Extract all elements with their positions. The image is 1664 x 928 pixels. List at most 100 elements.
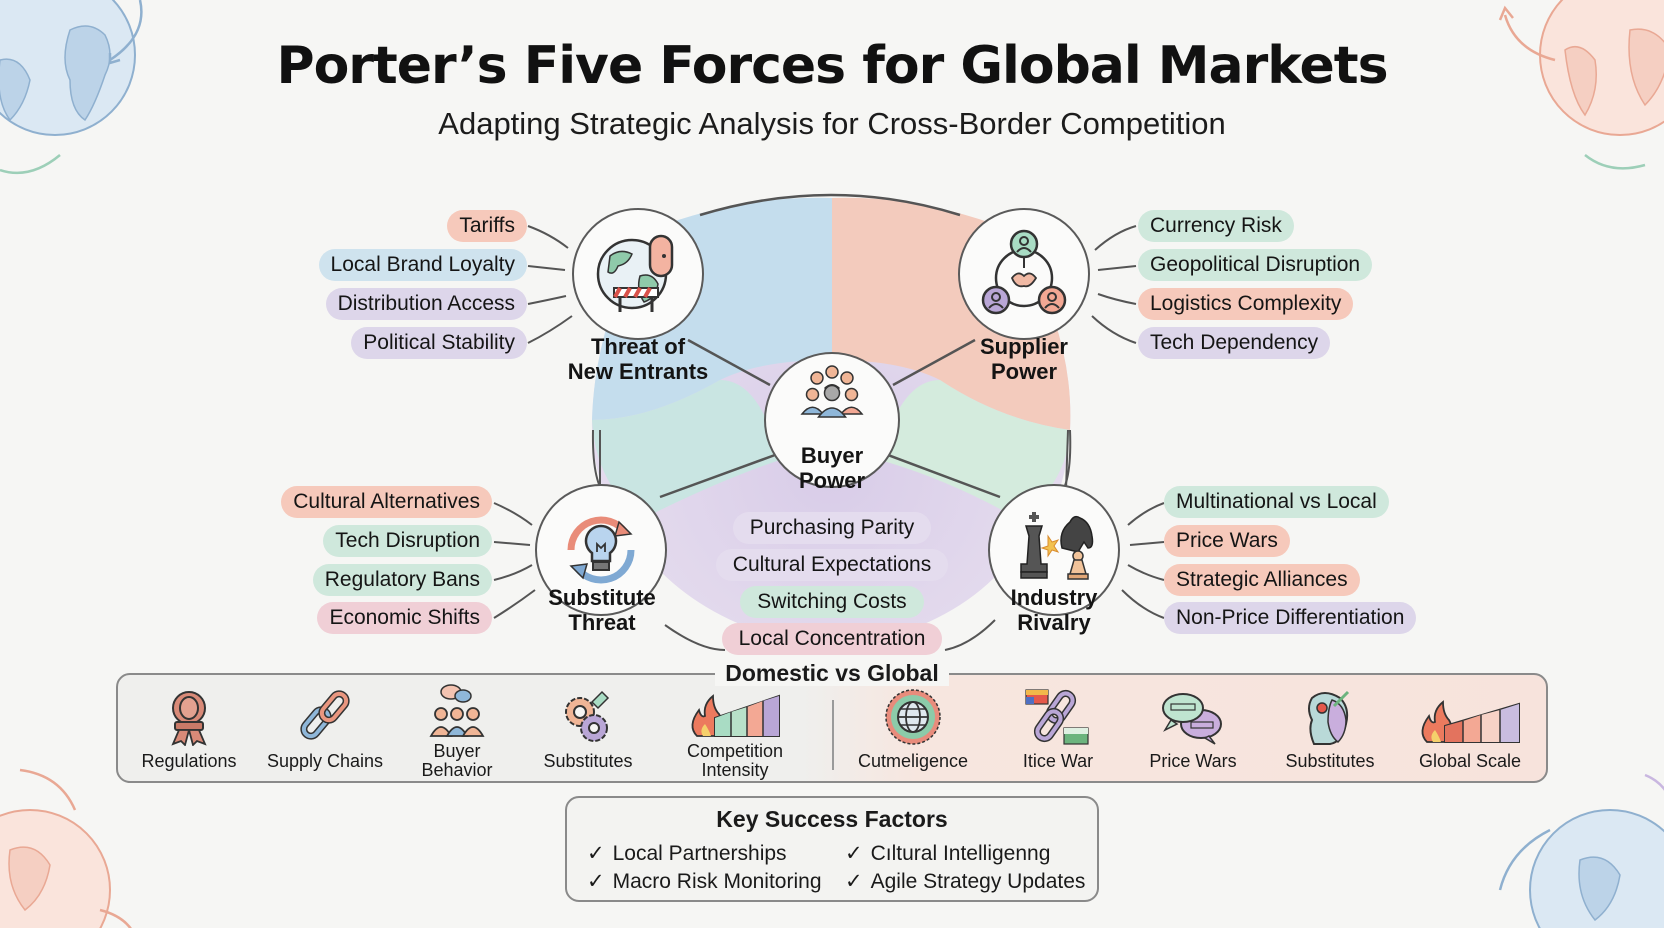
section-title-text: Domestic vs Global xyxy=(715,660,949,686)
factor-pill-economic-shifts: Economic Shifts xyxy=(317,602,492,634)
item-label: Competition Intensity xyxy=(670,742,800,780)
force-substitute-threat-circle[interactable] xyxy=(535,484,667,616)
head-profile-icon xyxy=(1308,690,1350,745)
page-title: Porter’s Five Forces for Global Markets xyxy=(276,36,1388,96)
factor-pill-political-stability: Political Stability xyxy=(351,327,527,359)
factor-pill-cultural-expectations: Cultural Expectations xyxy=(716,549,948,581)
factor-pill-strategic-alliances: Strategic Alliances xyxy=(1164,564,1360,596)
factor-pill-logistics-complexity: Logistics Complexity xyxy=(1138,288,1354,320)
fire-bar-chart-icon xyxy=(1421,700,1520,743)
lightbulb-cycle-icon xyxy=(567,516,635,584)
label-line: Power xyxy=(990,359,1058,384)
flags-chain-icon xyxy=(1025,689,1089,745)
item-label: Substitutes xyxy=(1285,751,1375,771)
factor-pill-geopolitical-disruption: Geopolitical Disruption xyxy=(1138,249,1373,281)
item-label: Cutmeligence xyxy=(857,751,969,771)
check-icon: ✓ xyxy=(845,842,863,865)
globe-seal-icon xyxy=(885,689,941,745)
label-line: Behavior xyxy=(421,760,493,780)
label-line: Threat of xyxy=(590,334,686,359)
speech-bubbles-icon xyxy=(1162,693,1222,745)
global-item-price-wars: Price Wars xyxy=(1128,686,1258,771)
label-line: Intensity xyxy=(701,760,769,780)
label-line: Industry xyxy=(1010,585,1098,610)
item-label: Itice War xyxy=(1022,751,1094,771)
fire-bar-chart-icon xyxy=(691,694,780,737)
global-item-global-scale: Global Scale xyxy=(1400,686,1540,771)
label-line: Buyer xyxy=(800,443,864,468)
item-label: Price Wars xyxy=(1149,751,1237,771)
ksf-item-label: Macro Risk Monitoring xyxy=(612,870,822,893)
force-new-entrants-circle[interactable] xyxy=(572,208,704,340)
factor-pill-tech-disruption: Tech Disruption xyxy=(323,525,492,557)
factor-pill-purchasing-parity: Purchasing Parity xyxy=(733,512,931,544)
band-divider xyxy=(832,700,834,770)
force-supplier-power-circle[interactable] xyxy=(958,208,1090,340)
item-label: Regulations xyxy=(141,751,237,771)
factor-pill-price-wars: Price Wars xyxy=(1164,525,1290,557)
domestic-item-supply-chains: Supply Chains xyxy=(260,686,390,771)
globe-top-right-icon xyxy=(1498,0,1664,170)
factor-pill-cultural-alternatives: Cultural Alternatives xyxy=(281,486,492,518)
force-industry-rivalry-label: Industry Rivalry xyxy=(954,585,1154,635)
check-icon: ✓ xyxy=(587,870,605,893)
ksf-item-macro-risk-monitoring: ✓ Macro Risk Monitoring xyxy=(587,869,822,894)
ksf-item-label: Local Partnerships xyxy=(612,842,787,865)
item-label: Supply Chains xyxy=(266,751,384,771)
factor-pill-tariffs: Tariffs xyxy=(447,210,527,242)
label-line: Threat xyxy=(568,610,636,635)
page-subtitle: Adapting Strategic Analysis for Cross-Bo… xyxy=(438,106,1226,141)
globe-door-barrier-icon xyxy=(596,234,674,312)
domestic-vs-global-title: Domestic vs Global xyxy=(0,660,1664,687)
label-line: Buyer xyxy=(433,741,481,761)
chain-link-icon xyxy=(300,690,350,740)
label-line: Supplier xyxy=(979,334,1068,359)
force-industry-rivalry-circle[interactable] xyxy=(988,484,1120,616)
factor-pill-tech-dependency: Tech Dependency xyxy=(1138,327,1331,359)
crowd-icon xyxy=(800,365,864,418)
people-chat-icon xyxy=(429,684,485,737)
label-line: New Entrants xyxy=(567,359,709,384)
force-substitute-threat-label: Substitute Threat xyxy=(502,585,702,635)
check-icon: ✓ xyxy=(845,870,863,893)
key-success-factors-panel: Key Success Factors ✓Local Partnerships … xyxy=(565,796,1099,902)
ksf-item-label: Cıltural Intelligenng xyxy=(870,842,1051,865)
item-label: Global Scale xyxy=(1418,751,1522,771)
domestic-item-substitutes: Substitutes xyxy=(523,686,653,771)
force-new-entrants-label: Threat of New Entrants xyxy=(538,334,738,384)
item-label: Substitutes xyxy=(543,751,633,771)
factor-pill-regulatory-bans: Regulatory Bans xyxy=(312,564,492,596)
check-icon: ✓ xyxy=(587,842,605,865)
factor-pill-non-price-differentiation: Non-Price Differentiation xyxy=(1164,602,1417,634)
supplier-network-handshake-icon xyxy=(981,229,1067,315)
factor-pill-local-brand-loyalty: Local Brand Loyalty xyxy=(318,249,527,281)
force-buyer-power-circle[interactable] xyxy=(764,352,900,488)
force-supplier-power-label: Supplier Power xyxy=(924,334,1124,384)
domestic-item-regulations: Regulations xyxy=(124,686,254,771)
force-buyer-power-label: Buyer Power xyxy=(732,443,932,493)
label-line: Rivalry xyxy=(1017,610,1091,635)
factor-pill-multinational-vs-local: Multinational vs Local xyxy=(1164,486,1389,518)
label-line: Competition xyxy=(686,741,784,761)
factor-pill-switching-costs: Switching Costs xyxy=(740,586,924,618)
factor-pill-local-concentration: Local Concentration xyxy=(722,623,942,655)
chess-pieces-icon xyxy=(1020,512,1094,580)
ksf-item-label: Agile Strategy Updates xyxy=(870,870,1086,893)
ksf-item-agile-strategy-updates: ✓ Agile Strategy Updates xyxy=(845,869,1085,894)
ksf-item-cultural-intelligence: ✓ Cıltural Intelligenng xyxy=(845,841,1050,866)
global-item-price-war: Itice War xyxy=(993,686,1123,771)
label-line: Power xyxy=(798,468,866,493)
globe-top-left-icon xyxy=(0,0,143,175)
factor-pill-currency-risk: Currency Risk xyxy=(1138,210,1294,242)
globe-bottom-right-icon xyxy=(1498,773,1664,928)
gears-icon xyxy=(565,690,610,742)
label-line: Substitute xyxy=(548,585,656,610)
ksf-item-local-partnerships: ✓ Local Partnerships xyxy=(587,841,787,866)
domestic-item-competition-intensity: Competition Intensity xyxy=(670,680,800,780)
globe-bottom-left-icon xyxy=(0,768,132,928)
item-label: Buyer Behavior xyxy=(392,742,522,780)
global-item-cultural-intelligence: Cutmeligence xyxy=(848,686,978,771)
award-ribbon-icon xyxy=(171,691,207,746)
global-item-substitutes: Substitutes xyxy=(1265,686,1395,771)
domestic-item-buyer-behavior: Buyer Behavior xyxy=(392,680,522,780)
